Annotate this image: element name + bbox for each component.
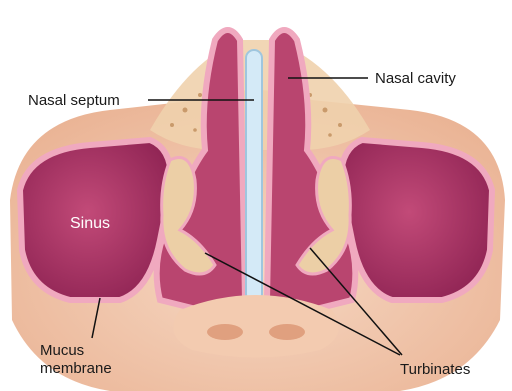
right-sinus	[341, 140, 492, 300]
label-membrane: membrane	[40, 360, 112, 377]
label-nasal-septum: Nasal septum	[28, 92, 120, 109]
left-nostril	[207, 324, 243, 340]
label-nasal-cavity: Nasal cavity	[375, 70, 456, 87]
label-turbinates: Turbinates	[400, 361, 470, 378]
nose-tip	[173, 295, 339, 358]
label-sinus: Sinus	[70, 215, 110, 232]
label-mucus: Mucus	[40, 342, 84, 359]
right-nostril	[269, 324, 305, 340]
nasal-septum-strip	[246, 50, 262, 302]
